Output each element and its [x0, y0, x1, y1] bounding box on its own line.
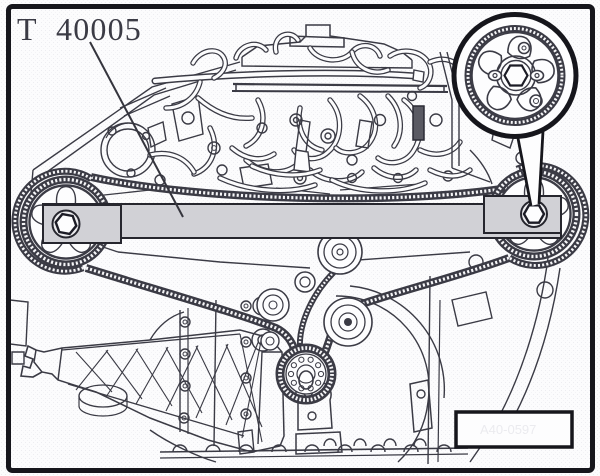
svg-text:A40-0597: A40-0597: [480, 422, 536, 437]
svg-text:T: T: [17, 11, 37, 47]
svg-text:40005: 40005: [56, 11, 142, 47]
